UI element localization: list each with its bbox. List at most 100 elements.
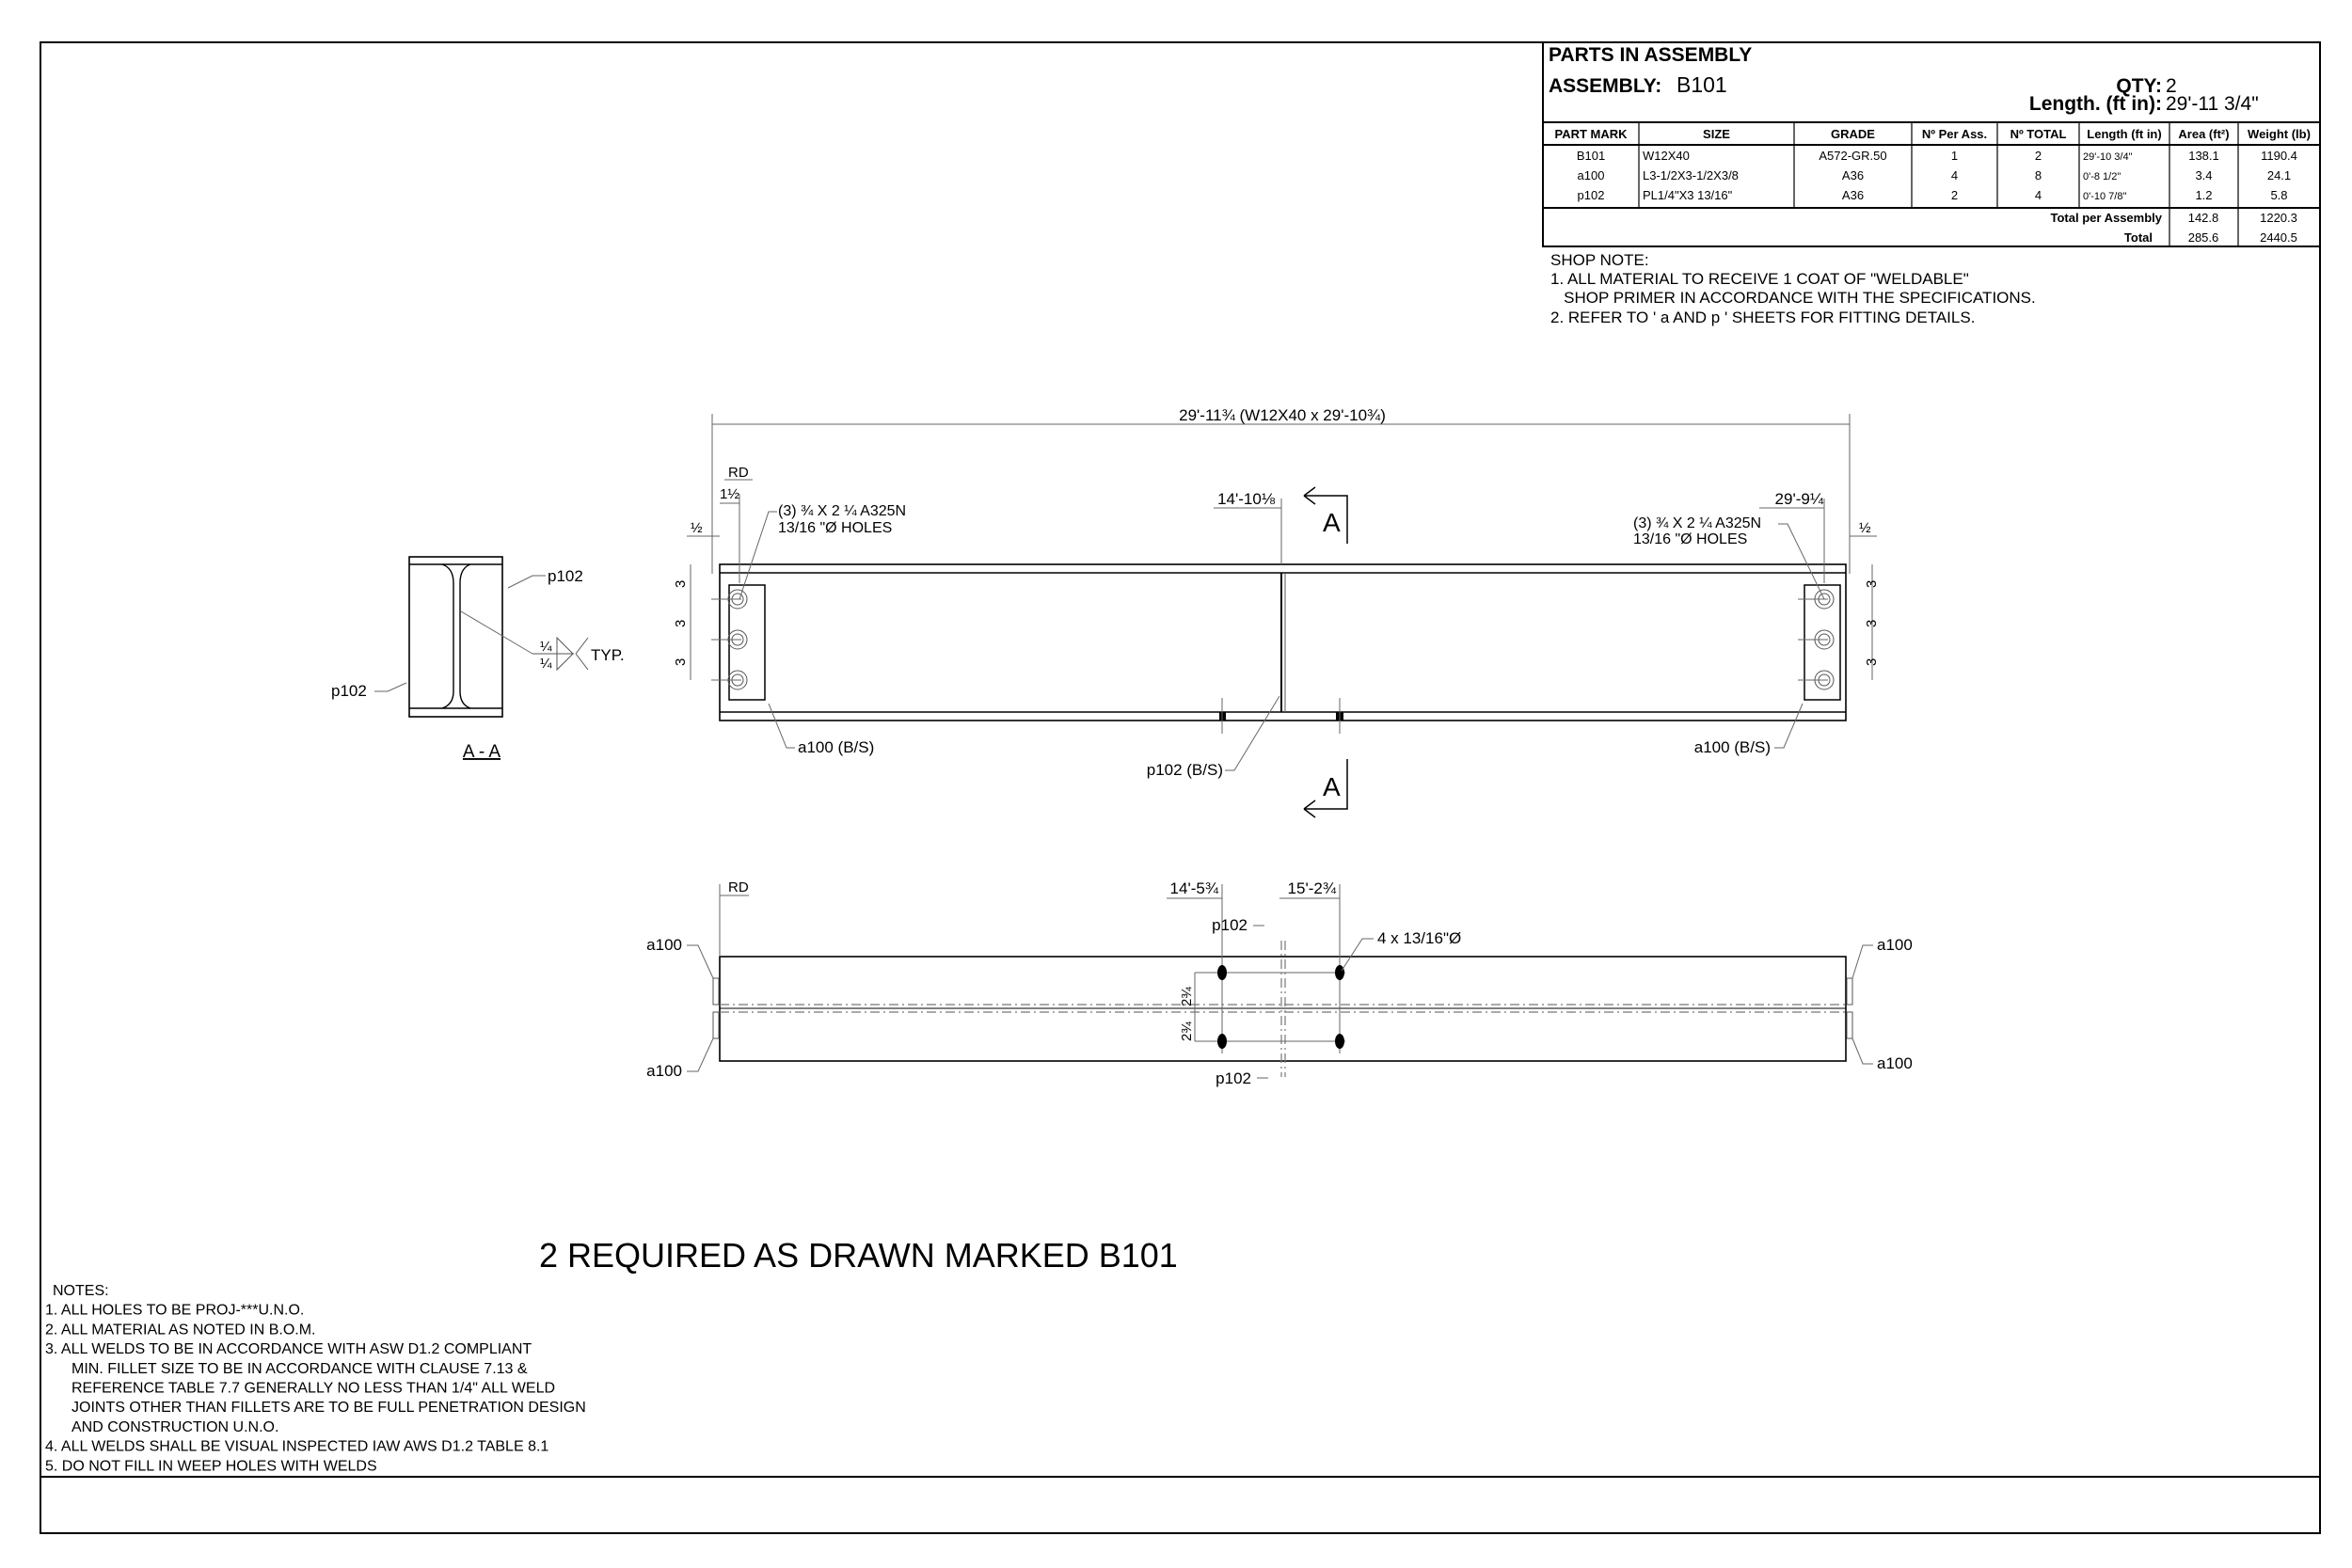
bom-cell: 8 — [2035, 168, 2042, 182]
plan-hole — [1217, 1034, 1227, 1049]
assembly-value: B101 — [1677, 72, 1727, 97]
bom-cell: 4 — [2035, 188, 2042, 202]
a100-right — [1804, 584, 1841, 701]
bom-cell: 5.8 — [2270, 188, 2287, 202]
section-mark-a: A — [1323, 508, 1341, 537]
bom-cell: p102 — [1578, 188, 1605, 202]
shop-note: SHOP NOTE: 1. ALL MATERIAL TO RECEIVE 1 … — [1550, 251, 2036, 326]
a100-right-label: a100 (B/S) — [1694, 738, 1771, 756]
section-mark-a: A — [1323, 772, 1341, 801]
shop-note-line: 2. REFER TO ' a AND p ' SHEETS FOR FITTI… — [1550, 309, 1975, 326]
hole-spacing-dim: 3 — [673, 658, 689, 666]
note-line: JOINTS OTHER THAN FILLETS ARE TO BE FULL… — [72, 1400, 586, 1416]
bom-cell: 1 — [1951, 149, 1958, 163]
hole-spacing-dim: 3 — [1864, 658, 1880, 666]
plan-p102-bottom: p102 — [1216, 1069, 1251, 1087]
p102-label: p102 (B/S) — [1147, 761, 1223, 779]
bom-header-cell: Nº TOTAL — [2010, 127, 2067, 141]
note-line: 4. ALL WELDS SHALL BE VISUAL INSPECTED I… — [45, 1439, 548, 1455]
bom-header-cell: Area (ft²) — [2178, 127, 2229, 141]
bom-cell: 0'-8 1/2" — [2083, 171, 2121, 182]
hole-spacing-dim: 3 — [1864, 580, 1880, 588]
a100-left — [728, 584, 766, 701]
weld-symbol: ¼ ¼ TYP. — [532, 636, 625, 672]
bom-cell: 138.1 — [2188, 149, 2219, 163]
bom-cell: A36 — [1842, 168, 1864, 182]
plan-p102-top: p102 — [1212, 916, 1248, 934]
plan-dim-2: 15'-2¾ — [1288, 879, 1337, 897]
bom-cell: 29'-10 3/4" — [2083, 151, 2133, 163]
qty-label: QTY: — [2116, 75, 2162, 97]
bom-cell: 1.2 — [2195, 188, 2212, 202]
note-line: NOTES: — [53, 1283, 109, 1299]
bom-cell: A36 — [1842, 188, 1864, 202]
weld-typ: TYP. — [591, 646, 625, 664]
note-line: 1. ALL HOLES TO BE PROJ-***U.N.O. — [45, 1303, 304, 1319]
plan-gauge-bottom: 2¾ — [1179, 1022, 1195, 1041]
section-p102-right: p102 — [548, 567, 583, 585]
hole-spacing-dim: 3 — [1864, 620, 1880, 627]
bom-cell: PL1/4"X3 13/16" — [1643, 188, 1733, 202]
weld-size-top: ¼ — [540, 639, 552, 655]
plan-holes-callout: 4 x 13/16"Ø — [1377, 929, 1461, 947]
hole-spacing-dim: 3 — [673, 620, 689, 627]
length-value: 29'-11 3/4" — [2166, 93, 2259, 115]
length-label: Length. (ft in): — [2029, 93, 2162, 115]
elevation-view: 29'-11¾ (W12X40 x 29'-10¾) RD 1½ ½ (3) ¾… — [673, 406, 1880, 818]
total-area: 285.6 — [2188, 230, 2219, 245]
bom-header-cell: SIZE — [1703, 127, 1730, 141]
bom-cell: 2 — [2035, 149, 2042, 163]
bolt-callout-left-1: (3) ¾ X 2 ¼ A325N — [778, 503, 906, 519]
sheet-border — [40, 41, 2321, 1534]
shop-note-line: 1. ALL MATERIAL TO RECEIVE 1 COAT OF "WE… — [1550, 270, 1969, 288]
plan-hole — [1335, 965, 1344, 980]
plan-view: RD 14'-5¾ 15'-2¾ p102 p102 4 x 13/16"Ø 2… — [646, 879, 1913, 1087]
plan-gauge-top: 2¾ — [1179, 987, 1195, 1006]
rd-label: RD — [728, 465, 749, 481]
bom-cell: L3-1/2X3-1/2X3/8 — [1643, 168, 1739, 182]
weld-size-bottom: ¼ — [540, 656, 552, 672]
bom-cell: 4 — [1951, 168, 1958, 182]
shop-note-line: SHOP PRIMER IN ACCORDANCE WITH THE SPECI… — [1550, 289, 2036, 307]
plan-hole — [1335, 1034, 1344, 1049]
note-line: 2. ALL MATERIAL AS NOTED IN B.O.M. — [45, 1322, 315, 1338]
right-dim: 29'-9¼ — [1775, 490, 1824, 508]
section-a-a: p102 p102 ¼ ¼ TYP. A - A — [331, 556, 625, 762]
bom-cell: 0'-10 7/8" — [2083, 191, 2126, 202]
total-label: Total — [2124, 230, 2153, 245]
plan-dim-1: 14'-5¾ — [1170, 879, 1219, 897]
bom-cell: A572-GR.50 — [1819, 149, 1886, 163]
plan-rd: RD — [728, 879, 749, 895]
plan-a100-tr: a100 — [1877, 936, 1913, 954]
section-p102-left: p102 — [331, 682, 367, 700]
bom-cell: 3.4 — [2195, 168, 2212, 182]
plan-a100-bl: a100 — [646, 1062, 682, 1080]
section-title: A - A — [463, 742, 501, 762]
bom-cell: 1190.4 — [2261, 149, 2297, 163]
bom-cell: W12X40 — [1643, 149, 1690, 163]
shop-note-line: SHOP NOTE: — [1550, 251, 1649, 269]
bom-header-cell: PART MARK — [1554, 127, 1628, 141]
plan-a100-tl: a100 — [646, 936, 682, 954]
total-weight: 2440.5 — [2260, 230, 2297, 245]
general-notes: NOTES: 1. ALL HOLES TO BE PROJ-***U.N.O. 2… — [45, 1283, 586, 1474]
plan-hole — [1217, 965, 1227, 980]
section-marker-top: A — [1303, 486, 1348, 544]
hole-spacing-dim: 3 — [673, 580, 689, 588]
note-line: 3. ALL WELDS TO BE IN ACCORDANCE WITH AS… — [45, 1341, 532, 1357]
qty-value: 2 — [2166, 75, 2177, 97]
plan-a100-br: a100 — [1877, 1054, 1913, 1072]
total-per-assembly-weight: 1220.3 — [2260, 211, 2297, 225]
note-line: AND CONSTRUCTION U.N.O. — [72, 1419, 278, 1435]
bom-cell: a100 — [1578, 168, 1605, 182]
bom-header-cell: Nº Per Ass. — [1922, 127, 1987, 141]
bom-table: PARTS IN ASSEMBLY ASSEMBLY: B101 QTY: 2 … — [1542, 41, 2321, 247]
note-line: MIN. FILLET SIZE TO BE IN ACCORDANCE WIT… — [72, 1361, 528, 1377]
stiffener-dim: 14'-10⅛ — [1217, 490, 1276, 508]
bom-header-cell: Length (ft in) — [2087, 127, 2161, 141]
bolt-callout-left-2: 13/16 "Ø HOLES — [778, 520, 892, 536]
assembly-label: ASSEMBLY: — [1549, 75, 1661, 97]
right-offset: ½ — [1859, 520, 1871, 536]
section-marker-bottom: A — [1303, 759, 1348, 818]
